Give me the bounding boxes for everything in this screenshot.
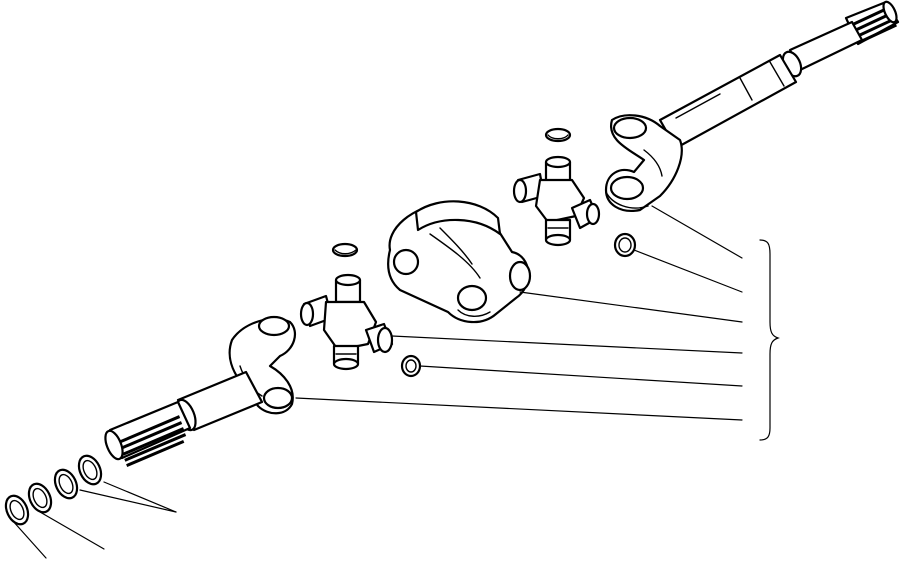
leader-shim-a — [79, 489, 177, 513]
snap-ring-small-upper — [613, 232, 637, 258]
cross-bearing-upper — [512, 155, 601, 247]
leader-cross-bearing-lower — [391, 335, 743, 354]
snap-ring-upper — [544, 127, 572, 143]
group-brace — [759, 239, 780, 441]
shim-ring-2 — [27, 482, 53, 514]
leader-inner-yoke — [295, 397, 743, 421]
leader-shim-c — [11, 519, 47, 559]
cross-bearing-lower — [299, 273, 394, 371]
snap-ring-lower — [331, 242, 359, 258]
shim-ring-3 — [53, 468, 79, 500]
leader-snap-ring-small-lower — [419, 365, 743, 387]
shim-ring-1 — [4, 494, 30, 526]
leader-outer-yoke — [651, 205, 743, 259]
inner-axle-shaft — [104, 370, 264, 467]
center-coupling-yoke — [387, 200, 532, 324]
leader-shim-b — [103, 481, 177, 513]
snap-ring-small-lower — [400, 354, 422, 378]
shim-ring-4 — [77, 454, 103, 486]
outer-axle-shaft — [658, 0, 900, 150]
leader-center-coupling — [519, 291, 743, 323]
leader-shim-d — [39, 511, 105, 550]
inner-yoke — [228, 315, 297, 415]
outer-yoke — [604, 114, 683, 212]
callout-leaders — [11, 205, 743, 559]
leader-snap-ring-small-upper — [633, 249, 743, 293]
